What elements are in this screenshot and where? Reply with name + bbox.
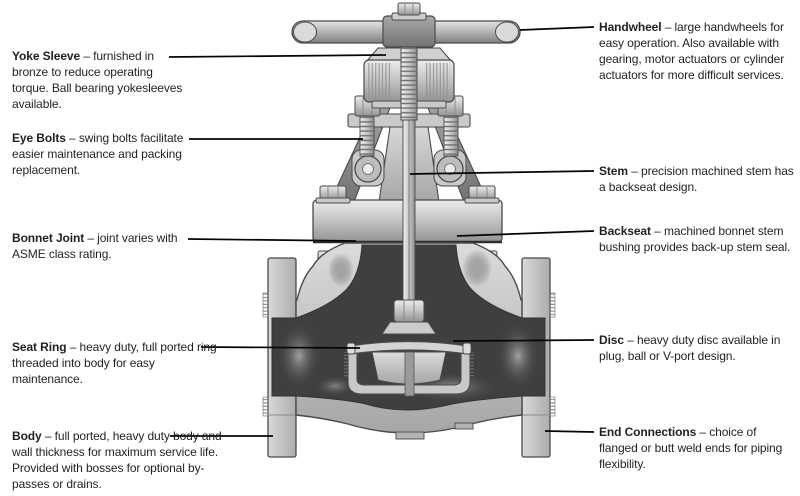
flange-serration — [549, 396, 556, 417]
body-boss — [454, 422, 474, 430]
stem-collar — [381, 299, 437, 335]
drain-boss — [395, 431, 425, 440]
leader-line-yoke-sleeve — [168, 54, 387, 58]
label-description: – choice of flanged or butt weld ends fo… — [599, 425, 783, 471]
label-term: Body — [12, 429, 42, 443]
label-term: Disc — [599, 333, 624, 347]
sleeve-knurl — [426, 63, 450, 99]
label-description: – full ported, heavy duty body and wall … — [12, 429, 222, 491]
leader-line-stem — [409, 170, 595, 175]
label-term: Backseat — [599, 224, 651, 238]
handwheel — [291, 15, 521, 48]
label-term: Eye Bolts — [12, 131, 66, 145]
handwheel-hub — [382, 15, 436, 48]
flange-serration — [262, 292, 269, 318]
label-bonnet-joint: Bonnet Joint – joint varies with ASME cl… — [12, 230, 202, 262]
leader-line-handwheel — [519, 26, 595, 31]
label-description: – large handwheels for easy operation. A… — [599, 20, 785, 82]
bonnet-bolt-upper-right — [464, 185, 500, 204]
label-description: – precision machined stem has a backseat… — [599, 164, 794, 194]
label-yoke-sleeve: Yoke Sleeve – furnished in bronze to red… — [12, 48, 190, 112]
stem-nut — [391, 2, 427, 21]
label-description: – heavy duty disc available in plug, bal… — [599, 333, 781, 363]
leader-line-bonnet-joint — [187, 238, 357, 242]
leader-line-disc — [452, 339, 595, 342]
leader-lines — [168, 26, 595, 437]
label-description: – furnished in bronze to reduce operatin… — [12, 49, 183, 111]
label-handwheel: Handwheel – large handwheels for easy op… — [599, 19, 797, 83]
label-end-connections: End Connections – choice of flanged or b… — [599, 424, 797, 472]
stem-lower — [402, 117, 416, 331]
flange-serration — [262, 396, 269, 417]
yoke-sleeve — [363, 47, 455, 109]
leader-line-seat-ring — [200, 346, 361, 349]
seat-thread — [344, 352, 348, 378]
label-description: – machined bonnet stem bushing provides … — [599, 224, 791, 254]
label-term: End Connections — [599, 425, 697, 439]
leader-line-end-connections — [544, 430, 595, 433]
label-seat-ring: Seat Ring – heavy duty, full ported ring… — [12, 339, 217, 387]
label-term: Stem — [599, 164, 628, 178]
label-backseat: Backseat – machined bonnet stem bushing … — [599, 223, 797, 255]
label-eye-bolts: Eye Bolts – swing bolts facilitate easie… — [12, 130, 208, 178]
sleeve-knurl — [368, 63, 392, 99]
label-body: Body – full ported, heavy duty body and … — [12, 428, 232, 492]
disc-stem-tip — [404, 351, 415, 397]
eye-bolt-left — [351, 95, 385, 187]
seat-thread — [470, 352, 474, 378]
label-term: Yoke Sleeve — [12, 49, 81, 63]
stem-threaded — [400, 43, 418, 121]
label-term: Bonnet Joint — [12, 231, 85, 245]
label-term: Seat Ring — [12, 340, 67, 354]
disc — [346, 340, 472, 397]
label-description: – swing bolts facilitate easier maintena… — [12, 131, 184, 177]
label-disc: Disc – heavy duty disc available in plug… — [599, 332, 797, 364]
bonnet-bolt-upper-left — [315, 185, 351, 204]
flange-serration — [549, 292, 556, 318]
label-description: – joint varies with ASME class rating. — [12, 231, 178, 261]
label-description: – heavy duty, full ported ring threaded … — [12, 340, 217, 386]
leader-line-backseat — [456, 230, 595, 237]
label-stem: Stem – precision machined stem has a bac… — [599, 163, 797, 195]
label-term: Handwheel — [599, 20, 662, 34]
